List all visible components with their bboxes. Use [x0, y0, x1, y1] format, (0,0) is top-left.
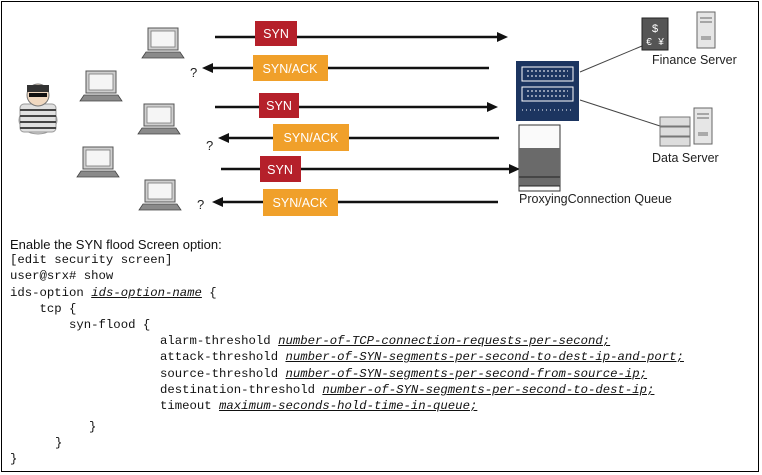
config-line: ids-option ids-option-name { — [10, 285, 217, 300]
data-server-label: Data Server — [652, 151, 719, 165]
syn-flood-params: alarm-threshold number-of-TCP-connection… — [160, 333, 684, 414]
synack-label: SYN/ACK — [273, 196, 329, 210]
config-var: number-of-SYN-segments-per-second-to-des… — [285, 350, 684, 365]
synack-label: SYN/ACK — [284, 131, 340, 145]
svg-text:€: € — [646, 37, 652, 48]
data-server-icon — [659, 107, 713, 147]
svg-text:$: $ — [652, 23, 658, 35]
packet-syn: SYN — [259, 93, 299, 118]
laptop-icon — [137, 103, 181, 135]
laptop-icon — [79, 70, 123, 102]
config-block: [edit security screen] user@srx# show id… — [10, 252, 217, 333]
config-var: maximum-seconds-hold-time-in-queue; — [219, 399, 478, 414]
question-mark: ? — [197, 197, 204, 212]
question-mark: ? — [190, 65, 197, 80]
queue-label: ProxyingConnection Queue — [519, 192, 672, 206]
config-close-brace: } — [89, 420, 97, 434]
srx-device-icon — [516, 61, 579, 121]
config-close-brace: } — [55, 436, 63, 450]
syn-label: SYN — [263, 27, 289, 41]
config-line: [edit security screen] — [10, 253, 173, 267]
config-var: ids-option-name — [91, 285, 202, 300]
config-line: tcp { — [10, 301, 77, 316]
config-line-attack: attack-threshold number-of-SYN-segments-… — [160, 350, 684, 365]
config-line-destination: destination-threshold number-of-SYN-segm… — [160, 382, 655, 397]
synack-box — [263, 189, 338, 216]
packet-synack: SYN/ACK — [273, 124, 349, 151]
laptop-icon — [141, 27, 185, 59]
svg-text:¥: ¥ — [657, 37, 664, 48]
config-intro: Enable the SYN flood Screen option: — [10, 237, 222, 252]
synack-box — [273, 124, 349, 151]
connection-queue-icon — [518, 124, 561, 192]
syn-box — [255, 21, 297, 46]
config-var: number-of-SYN-segments-per-second-from-s… — [285, 366, 648, 381]
config-line-alarm: alarm-threshold number-of-TCP-connection… — [160, 334, 611, 348]
finance-server-icon: $ € ¥ — [641, 11, 716, 51]
synack-box — [253, 55, 328, 81]
config-line: syn-flood { — [10, 318, 151, 333]
syn-label: SYN — [266, 99, 292, 113]
link-line — [579, 45, 643, 73]
laptop-icon — [138, 179, 182, 211]
packet-syn: SYN — [260, 156, 301, 182]
syn-box — [259, 93, 299, 118]
packet-arrows — [202, 32, 520, 207]
config-close-brace: } — [10, 452, 18, 466]
question-mark: ? — [206, 138, 213, 153]
attacker-icon — [18, 83, 58, 135]
link-line — [579, 99, 661, 127]
laptop-icon — [76, 146, 120, 178]
syn-label: SYN — [267, 163, 293, 177]
config-var: number-of-TCP-connection-requests-per-se… — [278, 334, 611, 348]
packet-synack: SYN/ACK — [253, 55, 328, 81]
finance-server-label: Finance Server — [652, 53, 737, 67]
config-line-timeout: timeout maximum-seconds-hold-time-in-que… — [160, 399, 478, 414]
config-var: number-of-SYN-segments-per-second-to-des… — [322, 382, 655, 397]
config-line-source: source-threshold number-of-SYN-segments-… — [160, 366, 648, 381]
syn-flood-diagram: SYN SYN/ACK SYN SYN/ACK SYN SYN/ACK ? ? … — [18, 11, 737, 216]
packet-synack: SYN/ACK — [263, 189, 338, 216]
config-line: user@srx# show — [10, 269, 114, 284]
packet-syn: SYN — [255, 21, 297, 46]
syn-box — [260, 156, 301, 182]
synack-label: SYN/ACK — [263, 62, 319, 76]
